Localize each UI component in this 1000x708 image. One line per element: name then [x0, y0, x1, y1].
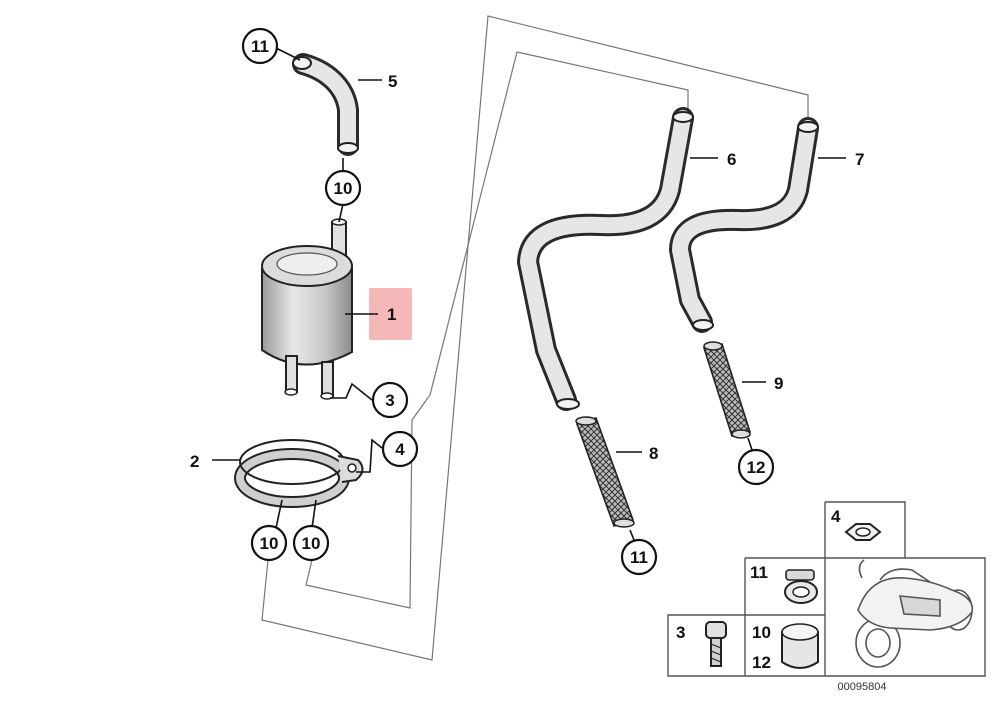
- callout-12-right: 12: [737, 448, 775, 486]
- callout-11-top: 11: [241, 27, 279, 65]
- svg-text:11: 11: [251, 37, 269, 56]
- clip-clamp-icon: [781, 623, 819, 669]
- bent-hose-part-5: [292, 53, 359, 156]
- screw-icon: [705, 621, 727, 667]
- svg-text:10: 10: [302, 534, 321, 553]
- wave-washer-icon: [844, 523, 882, 541]
- fuel-hose-part-7: [669, 117, 819, 333]
- label-part-9: 9: [774, 374, 783, 393]
- callout-10-bottom-right: 10: [292, 524, 330, 562]
- callout-3: 3: [371, 381, 409, 419]
- callout-11-middle: 11: [620, 538, 658, 576]
- label-part-7: 7: [855, 150, 864, 169]
- legend-label-11: 11: [750, 563, 768, 582]
- fuel-filter-part-1: [261, 218, 353, 400]
- svg-text:11: 11: [630, 548, 648, 567]
- svg-text:3: 3: [385, 391, 394, 410]
- parts-legend-grid: 4 11 3 10 12: [667, 501, 986, 677]
- label-part-5: 5: [388, 72, 397, 91]
- reference-number: 00095804: [838, 681, 887, 693]
- legend-label-3: 3: [676, 623, 685, 642]
- motorcycle-icon: [855, 559, 974, 668]
- callout-10-bottom-left: 10: [250, 524, 288, 562]
- mesh-sleeve-part-8: [575, 416, 635, 528]
- svg-text:10: 10: [260, 534, 279, 553]
- clamp-ring-part-2: [234, 439, 364, 508]
- fuel-hose-part-6: [517, 107, 694, 411]
- mesh-sleeve-part-9: [702, 341, 752, 439]
- label-part-8: 8: [649, 444, 658, 463]
- svg-text:10: 10: [334, 179, 353, 198]
- legend-label-4: 4: [831, 507, 841, 526]
- leader-lines: [212, 47, 846, 541]
- label-part-2: 2: [190, 452, 199, 471]
- highlight-box-part-1: [369, 288, 412, 340]
- svg-text:12: 12: [747, 458, 766, 477]
- legend-label-10: 10: [752, 623, 771, 642]
- assembly-frame-inner: [305, 51, 689, 609]
- label-part-1: 1: [387, 305, 396, 324]
- legend-label-12: 12: [752, 653, 771, 672]
- callout-10-top: 10: [324, 169, 362, 207]
- label-part-6: 6: [727, 150, 736, 169]
- assembly-frame-outer: [261, 15, 809, 661]
- svg-text:4: 4: [395, 440, 405, 459]
- callout-4: 4: [381, 430, 419, 468]
- hose-clamp-icon: [784, 569, 818, 604]
